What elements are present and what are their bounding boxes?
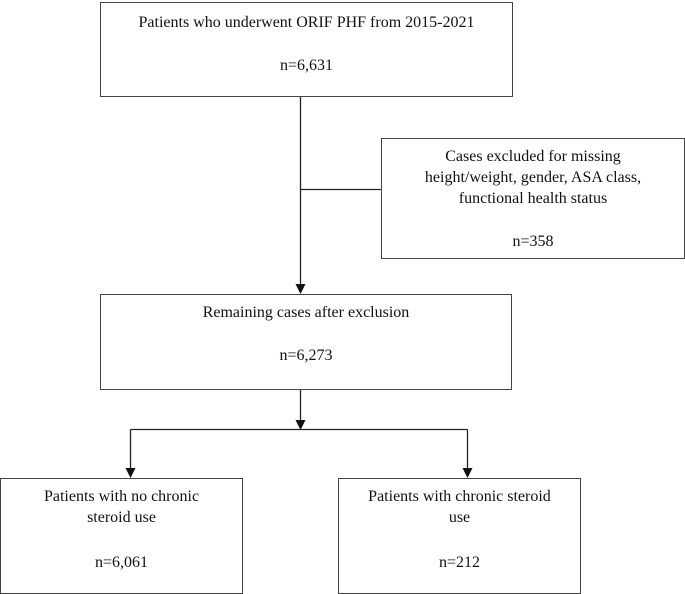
no-steroid-count: n=6,061	[94, 554, 149, 571]
excluded-cases-box: Cases excluded for missing height/weight…	[381, 138, 685, 259]
initial-cohort-label: Patients who underwent ORIF PHF from 201…	[138, 14, 475, 31]
remaining-count: n=6,273	[279, 347, 333, 364]
arrowhead-icon	[295, 420, 306, 430]
excluded-label-line-1: Cases excluded for missing	[445, 148, 621, 165]
steroid-box: Patients with chronic steroid use n=212	[338, 478, 581, 594]
remaining-cases-box: Remaining cases after exclusion n=6,273	[100, 294, 512, 390]
excluded-count: n=358	[512, 233, 554, 250]
steroid-label-line-1: Patients with chronic steroid	[368, 488, 551, 505]
arrowhead-icon	[295, 284, 306, 294]
excluded-label-line-2: height/weight, gender, ASA class,	[424, 169, 642, 186]
arrowhead-icon	[125, 468, 136, 478]
no-steroid-box: Patients with no chronic steroid use n=6…	[0, 478, 243, 594]
no-steroid-label-line-1: Patients with no chronic	[43, 488, 200, 505]
steroid-label-line-2: use	[448, 509, 471, 526]
initial-cohort-box: Patients who underwent ORIF PHF from 201…	[100, 2, 513, 97]
remaining-label: Remaining cases after exclusion	[202, 304, 410, 321]
no-steroid-label-line-2: steroid use	[87, 509, 156, 526]
initial-cohort-count: n=6,631	[279, 57, 334, 74]
steroid-count: n=212	[438, 554, 481, 571]
arrowhead-icon	[462, 468, 473, 478]
excluded-label-line-3: functional health status	[458, 190, 608, 207]
